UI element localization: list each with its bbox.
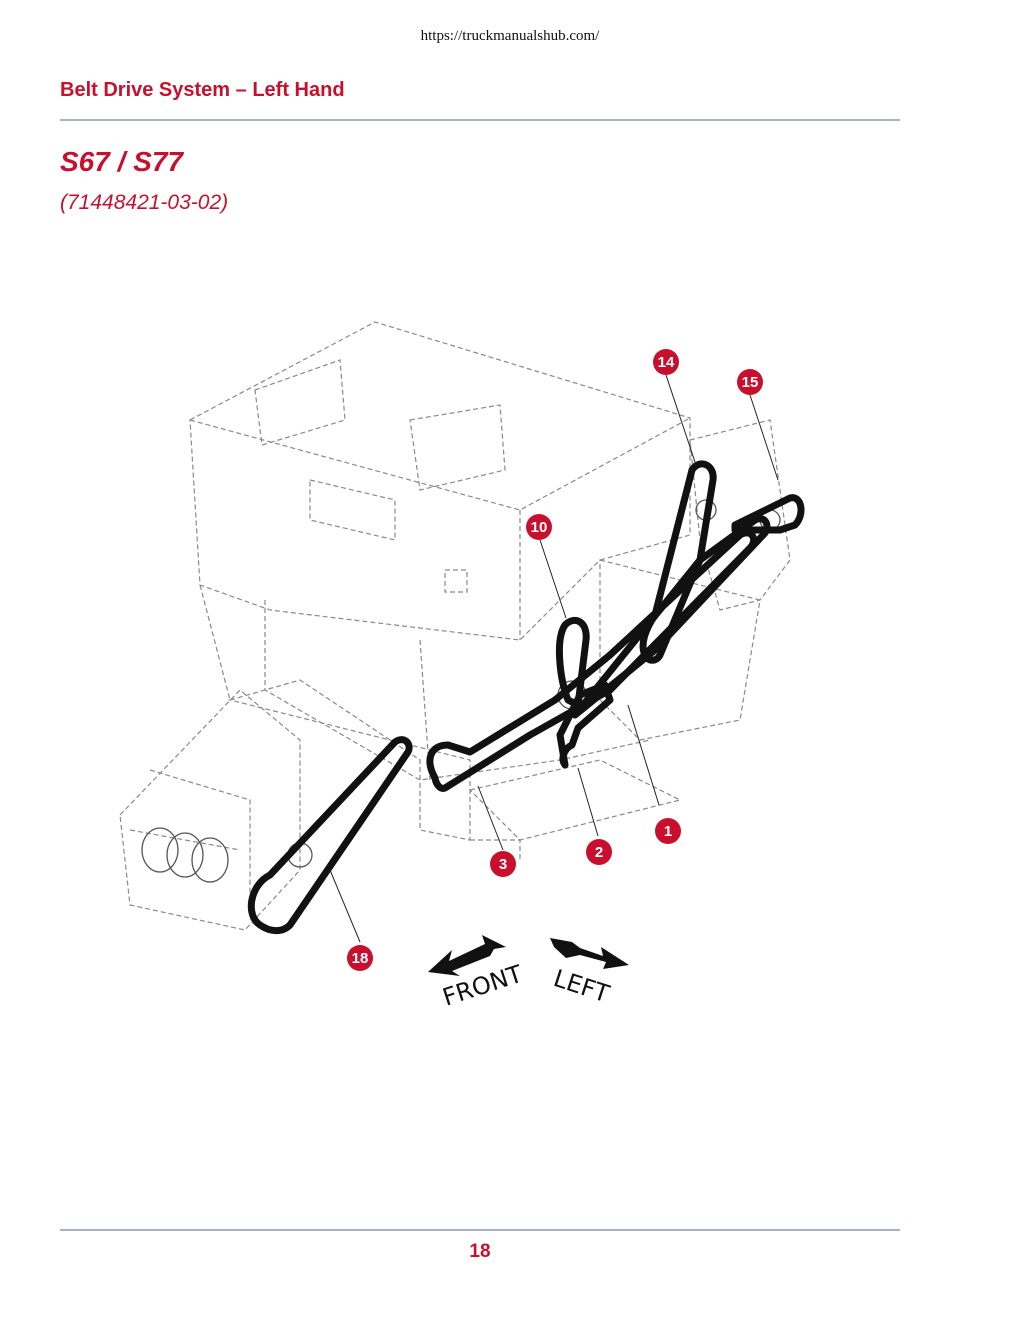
footer-divider: [60, 1229, 900, 1231]
belt-14: [639, 460, 717, 664]
svg-text:14: 14: [658, 354, 675, 371]
direction-indicator: FRONT LEFT: [428, 935, 629, 1012]
callout-18: 18: [347, 945, 373, 971]
belt-15: [731, 494, 805, 534]
section-title: Belt Drive System – Left Hand: [60, 79, 345, 101]
svg-text:1: 1: [664, 823, 672, 840]
machine-outline: [119, 321, 791, 931]
callout-1: 1: [655, 818, 681, 844]
model-title: S67 / S77: [60, 146, 183, 177]
rollers: [141, 499, 781, 883]
callouts: 14 15 10 1 2 3 18: [347, 349, 763, 971]
belts: [247, 460, 805, 935]
svg-text:15: 15: [742, 374, 759, 391]
belt-3: [426, 529, 758, 792]
page-number: 18: [469, 1241, 491, 1262]
svg-text:10: 10: [531, 519, 548, 536]
svg-text:18: 18: [352, 950, 369, 967]
left-arrow-icon: [550, 938, 629, 969]
callout-10: 10: [526, 514, 552, 540]
svg-text:3: 3: [499, 856, 507, 873]
header-divider: [60, 119, 900, 121]
leader-lines: [329, 374, 779, 943]
callout-3: 3: [490, 851, 516, 877]
left-label: LEFT: [550, 964, 613, 1008]
front-arrow-icon: [428, 935, 506, 976]
source-url[interactable]: https://truckmanualshub.com/: [420, 28, 600, 44]
callout-15: 15: [737, 369, 763, 395]
belt-18: [247, 736, 413, 935]
part-number: (71448421-03-02): [60, 191, 229, 214]
belt-10: [556, 617, 590, 709]
svg-text:2: 2: [595, 844, 603, 861]
callout-2: 2: [586, 839, 612, 865]
callout-14: 14: [653, 349, 679, 375]
